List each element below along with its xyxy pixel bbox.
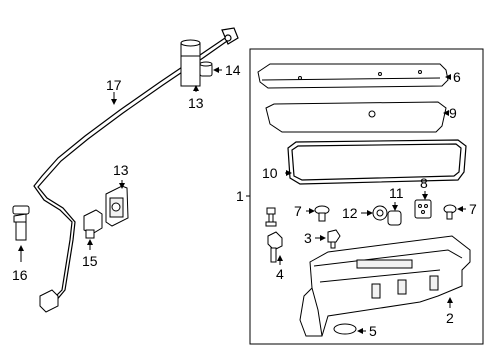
clip-part-8 <box>414 199 432 219</box>
canister-part-13 <box>180 39 201 87</box>
callout-1: 1 <box>236 188 244 204</box>
bracket-part-13 <box>105 185 129 227</box>
grommet-part-12 <box>372 205 388 221</box>
callout-8: 8 <box>420 175 428 191</box>
callout-13-canister: 13 <box>188 95 204 111</box>
callout-12: 12 <box>342 205 358 221</box>
leader-lines <box>18 67 466 334</box>
lower-trim-part-9 <box>265 101 447 133</box>
bolt-part-4 <box>267 231 283 263</box>
callout-14: 14 <box>225 62 241 78</box>
callout-10: 10 <box>262 165 278 181</box>
callout-17: 17 <box>106 77 122 93</box>
round-plug-part-5 <box>333 323 357 335</box>
callout-7-right: 7 <box>469 201 477 217</box>
callout-7-left: 7 <box>294 203 302 219</box>
hose-part-17 <box>33 27 239 303</box>
callout-16: 16 <box>12 267 28 283</box>
callout-13-bracket: 13 <box>113 162 129 178</box>
callout-4: 4 <box>276 266 284 282</box>
callout-11: 11 <box>389 185 404 201</box>
connector-part-15 <box>83 209 103 239</box>
storage-tray-part-2 <box>299 235 471 337</box>
push-pin-part-7-right <box>443 204 457 220</box>
valve-part-16 <box>12 205 30 241</box>
callout-9: 9 <box>449 105 457 121</box>
callout-6: 6 <box>453 69 461 85</box>
callout-15: 15 <box>82 253 98 269</box>
small-bolt <box>265 207 277 227</box>
seal-part-10 <box>287 139 467 185</box>
cap-part-14 <box>199 61 213 77</box>
screw-part-3 <box>327 229 341 249</box>
callout-3: 3 <box>304 230 312 246</box>
plug-part-11 <box>387 210 402 226</box>
callout-5: 5 <box>369 323 377 339</box>
hose-end-connector <box>39 289 59 313</box>
callout-2: 2 <box>446 310 454 326</box>
upper-trim-part-6 <box>257 63 449 89</box>
push-pin-part-7-left <box>314 205 330 222</box>
